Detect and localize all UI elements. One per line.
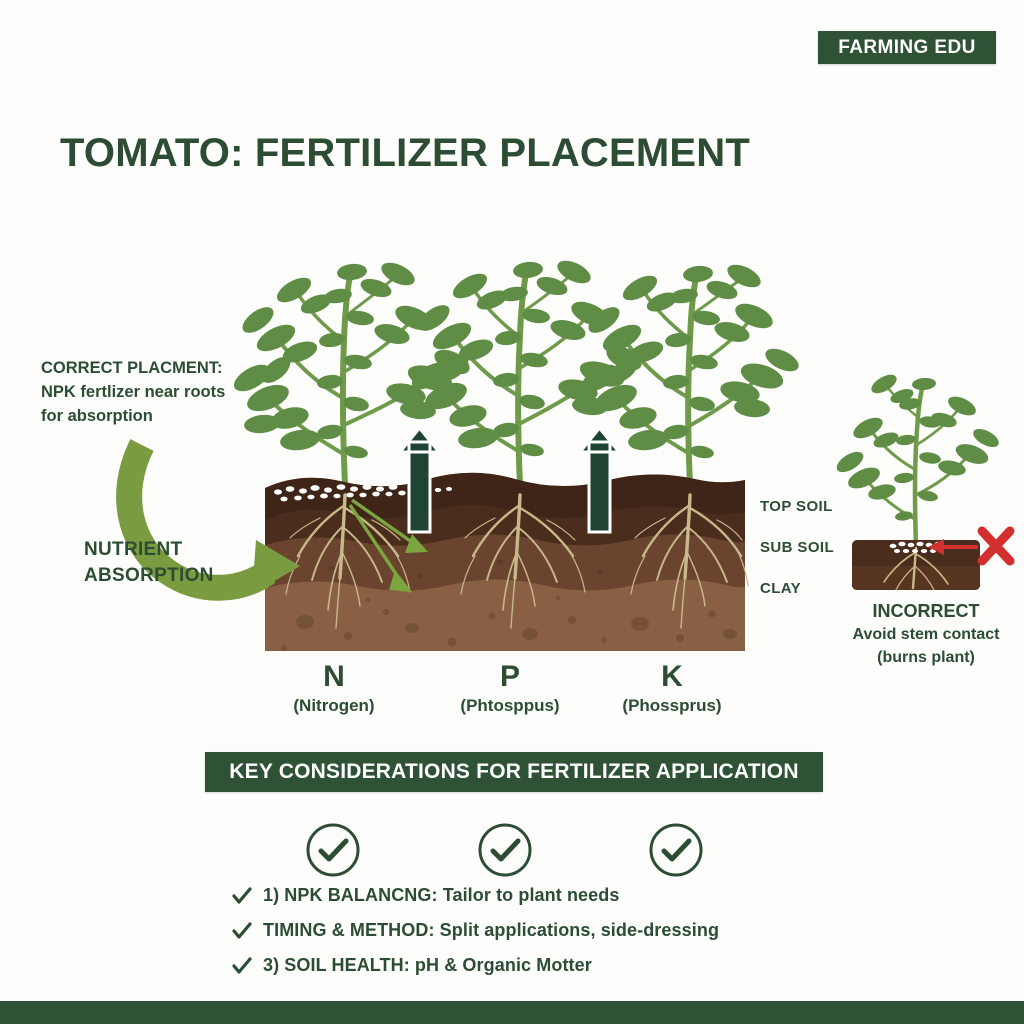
- incorrect-caption: INCORRECT Avoid stem contact (burns plan…: [838, 600, 1014, 669]
- incorrect-x-icon: [977, 526, 1015, 566]
- npk-letter: N: [323, 660, 345, 693]
- brand-badge: FARMING EDU: [818, 31, 996, 64]
- consideration-item-1: 1) NPK BALANCNG: Tailor to plant needs: [232, 885, 619, 906]
- correct-placement-annotation: CORRECT PLACMENT: NPK fertlizer near roo…: [41, 356, 291, 428]
- footer-bar: [0, 1001, 1024, 1024]
- key-considerations-banner-label: KEY CONSIDERATIONS FOR FERTILIZER APPLIC…: [229, 760, 799, 783]
- incorrect-line-1: Avoid stem contact: [852, 626, 1000, 643]
- npk-letter: K: [661, 660, 683, 693]
- incorrect-example: [836, 374, 1015, 590]
- check-icon: [232, 956, 252, 974]
- soil-label-sub-soil: SUB SOIL: [760, 539, 835, 556]
- brand-badge-label: FARMING EDU: [838, 36, 976, 58]
- tomato-plant-3: [581, 264, 799, 488]
- soil-cross-section: [265, 472, 749, 651]
- check-circle-icons: [306, 823, 703, 877]
- incorrect-heading: INCORRECT: [872, 601, 980, 621]
- npk-name: (Phtosppus): [460, 696, 560, 715]
- tomato-plant-group: [233, 260, 799, 488]
- correct-placement-line-1: NPK fertlizer near roots: [41, 383, 226, 401]
- nutrient-absorption-label: NUTRIENT ABSORPTION: [84, 537, 214, 589]
- consideration-label: 1) NPK BALANCNG: Tailor to plant needs: [263, 885, 620, 905]
- incorrect-line-2: (burns plant): [877, 649, 975, 666]
- npk-name: (Nitrogen): [293, 696, 375, 715]
- correct-placement-heading: CORRECT PLACMENT:: [41, 359, 223, 377]
- npk-item-potassium: K (Phossprus): [597, 660, 747, 716]
- npk-item-nitrogen: N (Nitrogen): [259, 660, 409, 716]
- check-icon: [232, 886, 252, 904]
- consideration-item-2: TIMING & METHOD: Split applications, sid…: [232, 920, 719, 941]
- nutrient-absorption-line-1: NUTRIENT: [84, 539, 183, 560]
- root-system: [285, 493, 749, 629]
- consideration-label: TIMING & METHOD: Split applications, sid…: [263, 920, 720, 940]
- fertilizer-diffusion-arrows: [348, 498, 417, 584]
- npk-item-phosphorus: P (Phtosppus): [435, 660, 585, 716]
- tomato-plant-1: [233, 262, 470, 488]
- diffusion-arrowheads: [389, 534, 428, 592]
- incorrect-red-arrow: [928, 539, 978, 555]
- nutrient-absorption-line-2: ABSORPTION: [84, 565, 214, 586]
- nutrient-uptake-arrows: [396, 425, 623, 534]
- tomato-plant-2: [411, 260, 642, 488]
- check-icon: [232, 921, 252, 939]
- consideration-label: 3) SOIL HEALTH: pH & Organic Motter: [263, 955, 592, 975]
- correct-placement-line-2: for absorption: [41, 407, 153, 425]
- page-title: TOMATO: FERTILIZER PLACEMENT: [60, 131, 751, 175]
- fertilizer-granules: [274, 484, 452, 502]
- npk-letter: P: [499, 660, 520, 693]
- key-considerations-banner: KEY CONSIDERATIONS FOR FERTILIZER APPLIC…: [205, 752, 823, 792]
- npk-name: (Phossprus): [622, 696, 722, 715]
- soil-label-clay: CLAY: [760, 580, 802, 597]
- consideration-item-3: 3) SOIL HEALTH: pH & Organic Motter: [232, 955, 592, 976]
- nutrient-absorption-curved-arrow: [116, 439, 300, 601]
- soil-label-top-soil: TOP SOIL: [760, 498, 833, 515]
